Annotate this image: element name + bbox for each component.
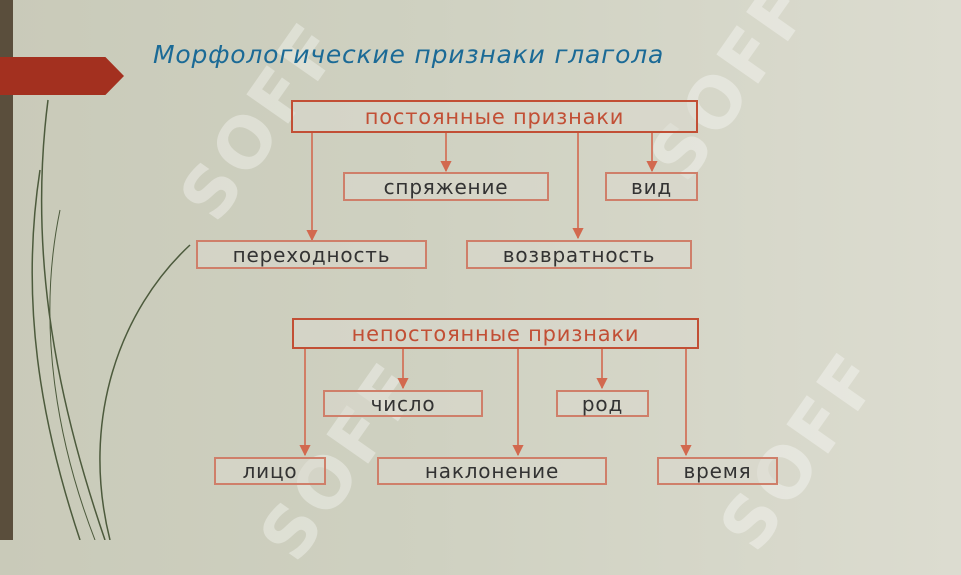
node-vozvratnost: возвратность xyxy=(466,240,692,269)
node-vid: вид xyxy=(605,172,698,201)
left-decorative-strip xyxy=(0,0,13,540)
node-vremya: время xyxy=(657,457,778,485)
variable-features-header: непостоянные признаки xyxy=(292,318,699,349)
node-rod: род xyxy=(556,390,649,417)
node-chislo: число xyxy=(323,390,483,417)
red-accent-arrow xyxy=(0,57,124,95)
node-spryazhenie: спряжение xyxy=(343,172,549,201)
node-perekhodnost: переходность xyxy=(196,240,427,269)
connector-arrows xyxy=(299,133,692,457)
node-litso: лицо xyxy=(214,457,326,485)
node-naklonenie: наклонение xyxy=(377,457,607,485)
constant-features-header: постоянные признаки xyxy=(291,100,698,133)
slide-title: Морфологические признаки глагола xyxy=(153,40,665,69)
decorative-swoosh-lines xyxy=(31,99,191,540)
